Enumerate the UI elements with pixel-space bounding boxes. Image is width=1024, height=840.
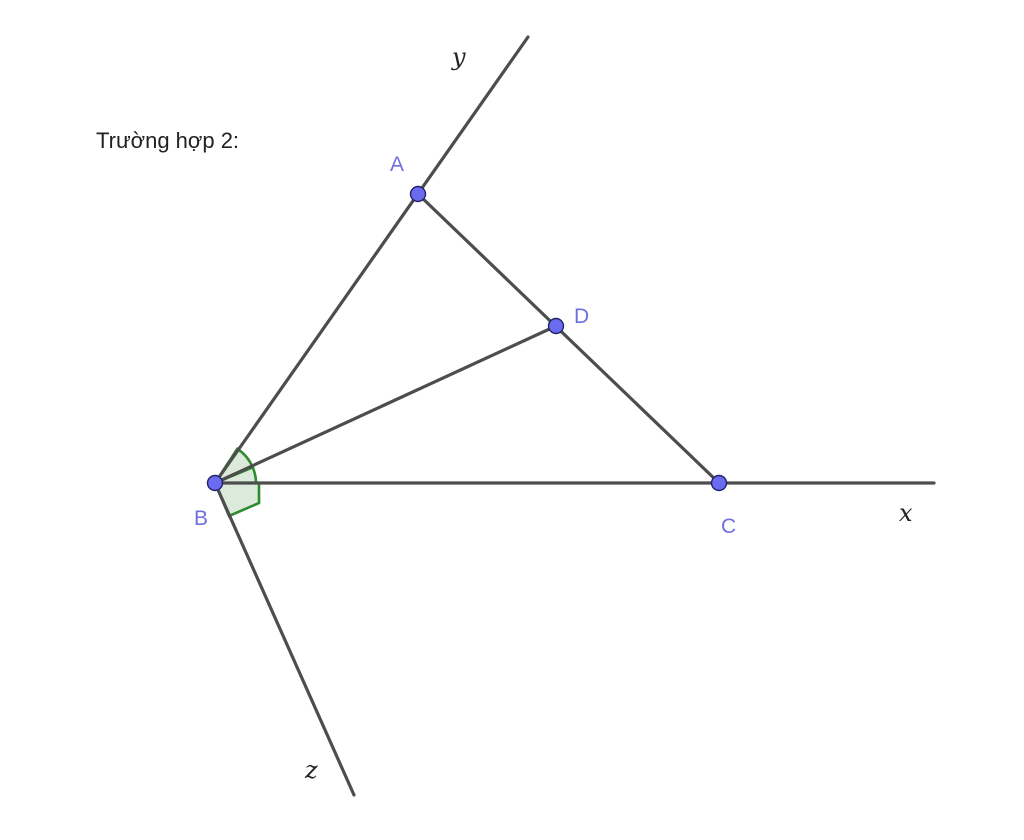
ray-label-z: z [304, 756, 318, 784]
point-D[interactable] [547, 317, 565, 335]
ray-label-x: x [899, 499, 913, 527]
case-caption: Trường hợp 2: [96, 128, 240, 153]
ray-By [213, 35, 530, 485]
ray-labels: x y z [304, 43, 913, 784]
points [206, 185, 728, 492]
lines [213, 35, 936, 797]
point-label-B: B [194, 507, 208, 530]
point-label-C: C [721, 515, 736, 538]
point-C[interactable] [710, 474, 728, 492]
point-B[interactable] [206, 474, 224, 492]
point-label-A: A [390, 153, 404, 176]
point-labels: A B C D [194, 153, 736, 538]
ray-label-y: y [451, 43, 466, 71]
point-label-D: D [574, 305, 589, 328]
ray-Bz [213, 481, 356, 797]
segment-AC [416, 192, 721, 485]
point-A[interactable] [409, 185, 427, 203]
segment-BD [213, 324, 558, 485]
